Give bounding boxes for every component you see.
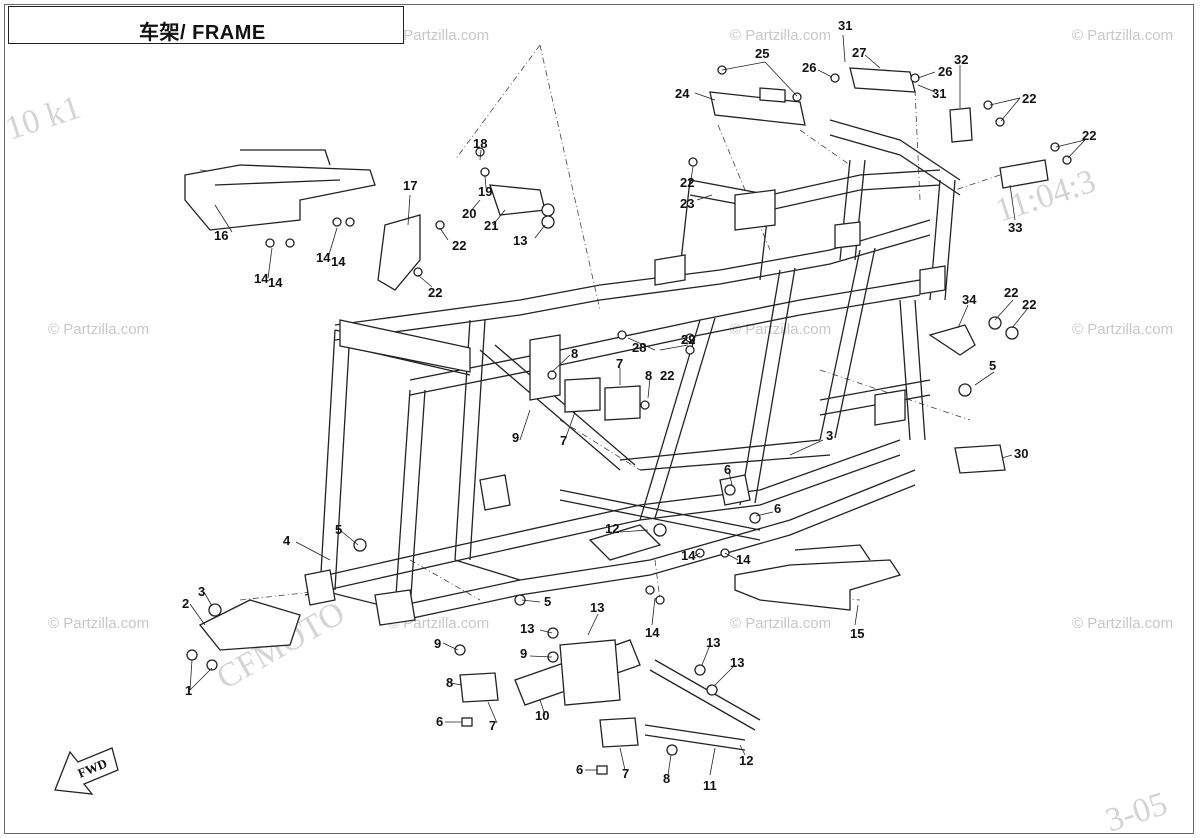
watermark-text: © Partzilla.com xyxy=(1072,27,1173,44)
callout-label: 27 xyxy=(852,45,866,60)
assembly-leader-lines xyxy=(199,44,1001,601)
callout-label: 13 xyxy=(730,655,744,670)
callout-label: 18 xyxy=(473,136,487,151)
watermark-text: © Partzilla.com xyxy=(730,615,831,632)
callout-label: 19 xyxy=(478,184,492,199)
watermark-text: © Partzilla.com xyxy=(1072,615,1173,632)
callout-label: 6 xyxy=(774,501,781,516)
callout-label: 34 xyxy=(962,292,977,307)
callout-label: 26 xyxy=(938,64,952,79)
callout-leaders xyxy=(189,34,1086,776)
callout-label: 31 xyxy=(838,18,852,33)
callout-label: 22 xyxy=(660,368,674,383)
callout-label: 22 xyxy=(452,238,466,253)
watermark-text: © Partzilla.com xyxy=(388,27,489,44)
callout-label: 14 xyxy=(681,548,696,563)
callout-label: 5 xyxy=(989,358,996,373)
callout-label: 8 xyxy=(663,771,670,786)
callout-label: 23 xyxy=(680,196,694,211)
diagram-border xyxy=(4,4,1194,834)
callout-label: 14 xyxy=(254,271,269,286)
callout-label: 6 xyxy=(436,714,443,729)
callout-label: 7 xyxy=(622,766,629,781)
callout-label: 14 xyxy=(316,250,331,265)
callout-label: 8 xyxy=(571,346,578,361)
callout-label: 21 xyxy=(484,218,498,233)
callout-label: 30 xyxy=(1014,446,1028,461)
callout-label: 7 xyxy=(616,356,623,371)
watermark-stamp: 3-05 xyxy=(1101,785,1172,838)
callout-label: 22 xyxy=(680,175,694,190)
callout-label: 13 xyxy=(513,233,527,248)
callout-label: 13 xyxy=(706,635,720,650)
callout-label: 9 xyxy=(520,646,527,661)
callout-label: 9 xyxy=(512,430,519,445)
callout-label: 9 xyxy=(434,636,441,651)
callout-label: 22 xyxy=(428,285,442,300)
main-frame xyxy=(304,119,961,626)
callout-label: 13 xyxy=(590,600,604,615)
callout-label: 6 xyxy=(576,762,583,777)
callout-label: 20 xyxy=(462,206,476,221)
watermark-stamp: 10 k1 xyxy=(1,89,85,148)
callout-label: 12 xyxy=(605,521,619,536)
callout-label: 24 xyxy=(675,86,690,101)
fwd-arrow-icon: FWD xyxy=(54,747,119,795)
callout-label: 6 xyxy=(724,462,731,477)
watermark-text: © Partzilla.com xyxy=(1072,321,1173,338)
callout-label: 22 xyxy=(1004,285,1018,300)
callout-numbers: 1 2 3 3 4 5 5 5 6 6 6 6 7 7 7 7 8 8 8 8 … xyxy=(182,18,1096,793)
callout-label: 4 xyxy=(283,533,291,548)
callout-label: 14 xyxy=(736,552,751,567)
callout-label: 17 xyxy=(403,178,417,193)
callout-label: 22 xyxy=(681,332,695,347)
callout-label: 3 xyxy=(826,428,833,443)
callout-label: 2 xyxy=(182,596,189,611)
callout-label: 7 xyxy=(489,718,496,733)
callout-label: 8 xyxy=(645,368,652,383)
callout-label: 15 xyxy=(850,626,864,641)
callout-label: 8 xyxy=(446,675,453,690)
callout-label: 16 xyxy=(214,228,228,243)
separate-parts xyxy=(184,65,1072,775)
watermark-text: © Partzilla.com xyxy=(730,321,831,338)
callout-label: 26 xyxy=(802,60,816,75)
callout-label: 28 xyxy=(632,340,646,355)
watermark-layer: © Partzilla.com © Partzilla.com © Partzi… xyxy=(1,5,1173,838)
callout-label: 3 xyxy=(198,584,205,599)
callout-label: 22 xyxy=(1022,91,1036,106)
callout-label: 14 xyxy=(331,254,346,269)
callout-label: 10 xyxy=(535,708,549,723)
callout-label: 5 xyxy=(335,522,342,537)
title-box: 车架/ FRAME xyxy=(8,6,404,44)
callout-label: 32 xyxy=(954,52,968,67)
page-title: 车架/ FRAME xyxy=(139,22,266,44)
callout-label: 22 xyxy=(1082,128,1096,143)
callout-label: 1 xyxy=(185,683,192,698)
callout-label: 14 xyxy=(268,275,283,290)
callout-label: 13 xyxy=(520,621,534,636)
watermark-text: © Partzilla.com xyxy=(48,615,149,632)
callout-label: 31 xyxy=(932,86,946,101)
watermark-text: © Partzilla.com xyxy=(730,27,831,44)
callout-label: 14 xyxy=(645,625,660,640)
callout-label: 7 xyxy=(560,433,567,448)
callout-label: 25 xyxy=(755,46,769,61)
callout-label: 11 xyxy=(703,778,717,793)
callout-label: 12 xyxy=(739,753,753,768)
callout-label: 33 xyxy=(1008,220,1022,235)
watermark-text: © Partzilla.com xyxy=(48,321,149,338)
callout-label: 22 xyxy=(1022,297,1036,312)
callout-label: 5 xyxy=(544,594,551,609)
callout-label: 29 xyxy=(681,332,695,347)
